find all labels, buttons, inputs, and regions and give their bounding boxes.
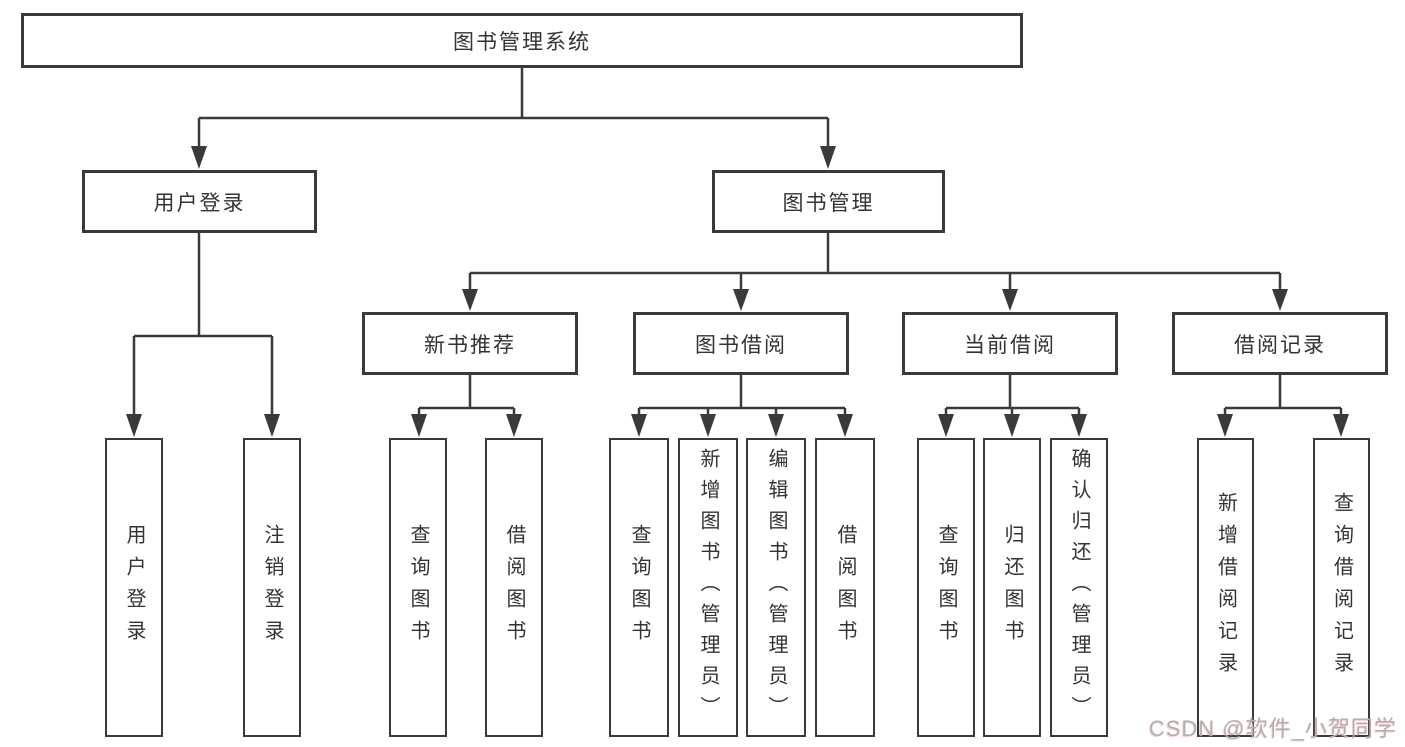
- leaf-user-login: 用户登录: [105, 438, 163, 737]
- leaf-label: 用户登录: [123, 523, 145, 652]
- leaf-label: 查询借阅记录: [1330, 491, 1353, 684]
- leaf-add-books-admin: 新增图书（管理员）: [678, 438, 738, 737]
- leaf-label: 新增图书（管理员）: [697, 448, 719, 727]
- leaf-current-query-books: 查询图书: [917, 438, 975, 737]
- leaf-confirm-return-admin: 确认归还（管理员）: [1050, 438, 1108, 737]
- node-label: 新书推荐: [424, 333, 516, 357]
- leaf-query-borrowing-record: 查询借阅记录: [1313, 438, 1370, 737]
- leaf-label: 借阅图书: [834, 523, 856, 652]
- node-borrowing-records: 借阅记录: [1172, 312, 1388, 375]
- node-new-book-recommendation: 新书推荐: [362, 312, 578, 375]
- leaf-label: 归还图书: [1001, 523, 1023, 652]
- leaf-label: 注销登录: [261, 523, 283, 652]
- leaf-logout: 注销登录: [243, 438, 301, 737]
- node-label: 当前借阅: [964, 333, 1056, 357]
- leaf-label: 新增借阅记录: [1214, 491, 1237, 684]
- leaf-edit-books-admin: 编辑图书（管理员）: [746, 438, 806, 737]
- node-library-management-system: 图书管理系统: [21, 13, 1023, 68]
- leaf-add-borrowing-record: 新增借阅记录: [1197, 438, 1254, 737]
- node-label: 图书管理系统: [453, 30, 591, 54]
- node-label: 图书借阅: [695, 333, 787, 357]
- node-current-borrowing: 当前借阅: [902, 312, 1118, 375]
- leaf-borrowing-borrow-books: 借阅图书: [815, 438, 875, 737]
- leaf-return-books: 归还图书: [983, 438, 1041, 737]
- csdn-watermark: CSDN @软件_小贺同学: [1148, 716, 1397, 741]
- node-user-login: 用户登录: [82, 170, 317, 233]
- leaf-borrowing-query-books: 查询图书: [609, 438, 669, 737]
- leaf-label: 确认归还（管理员）: [1068, 448, 1090, 727]
- leaf-recommend-query-books: 查询图书: [389, 438, 447, 737]
- node-book-management: 图书管理: [712, 170, 945, 233]
- leaf-label: 借阅图书: [503, 523, 525, 652]
- node-label: 用户登录: [153, 191, 246, 215]
- node-label: 借阅记录: [1234, 333, 1326, 357]
- leaf-label: 查询图书: [407, 523, 429, 652]
- node-label: 图书管理: [782, 191, 875, 215]
- leaf-label: 查询图书: [628, 523, 650, 652]
- leaf-label: 查询图书: [935, 523, 957, 652]
- leaf-recommend-borrow-books: 借阅图书: [485, 438, 543, 737]
- node-book-borrowing: 图书借阅: [633, 312, 849, 375]
- leaf-label: 编辑图书（管理员）: [765, 448, 787, 727]
